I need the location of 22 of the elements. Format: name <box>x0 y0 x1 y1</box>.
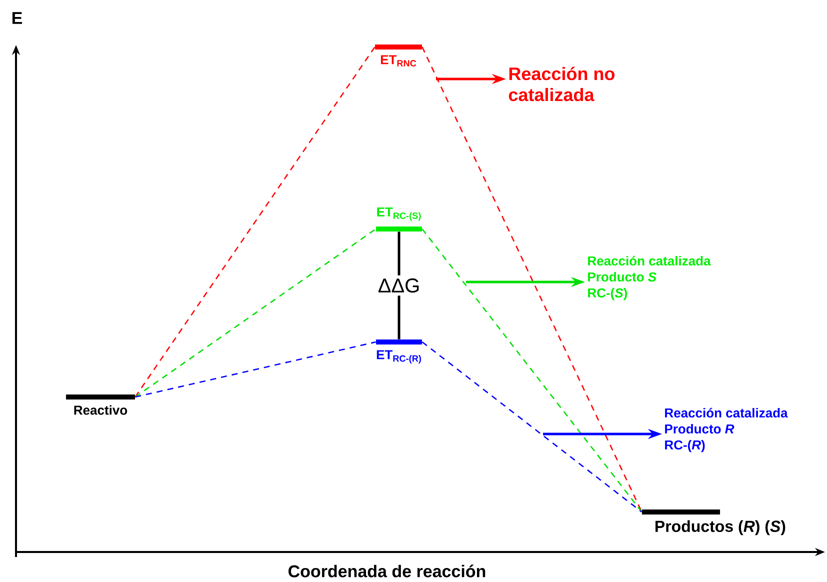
energy-level: ET$_{RC-(S)}$ <box>376 207 422 232</box>
node-label: Productos (R) (S) <box>656 520 786 536</box>
energy-level: ET$_{RNC}$ <box>375 44 422 66</box>
reaction-note: Reacción catalizada Producto S RC-(S) <box>588 256 711 300</box>
reaction-note: Reacción no catalizada <box>508 66 614 102</box>
node-label: ET$_{RC-(R)}$ <box>376 350 421 364</box>
energy-level: Reactivo <box>66 394 135 415</box>
node-label: Reactivo <box>74 405 128 415</box>
connector-line <box>422 341 642 513</box>
connector-line <box>134 46 376 398</box>
connector-line <box>422 46 642 512</box>
reaction-note: Reacción catalizada Producto R RC-(R) <box>665 408 788 452</box>
axis-label: Coordenada de reacción <box>288 564 486 578</box>
connector-line <box>134 228 376 398</box>
node-label: ET$_{RNC}$ <box>380 55 416 66</box>
energy-level: ET$_{RC-(R)}$ <box>376 340 422 364</box>
edge-label: ΔΔG <box>374 275 424 296</box>
connector-line <box>135 341 376 398</box>
node-label: ET$_{RC-(S)}$ <box>377 207 421 221</box>
connector-line <box>422 228 642 512</box>
axis-label: E <box>12 12 22 24</box>
energy-level: Productos (R) (S) <box>642 510 786 536</box>
